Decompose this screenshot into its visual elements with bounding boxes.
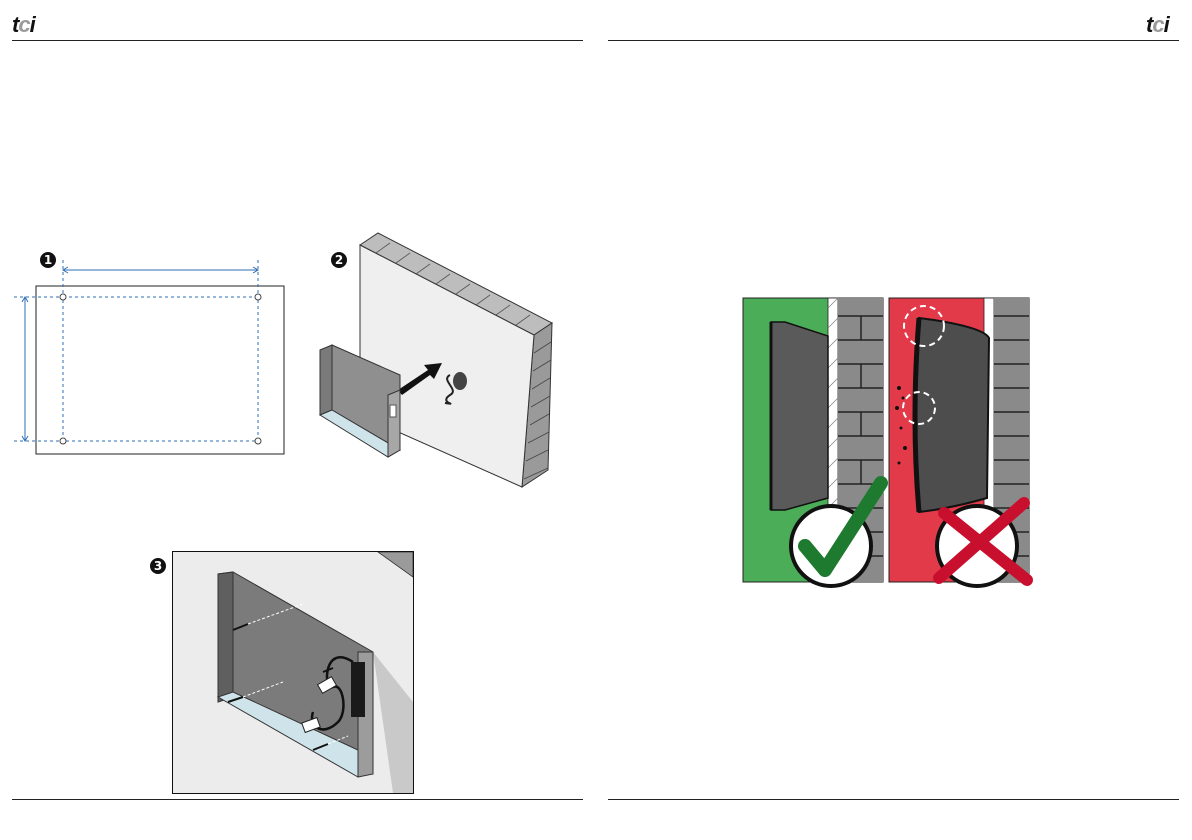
template-drawing bbox=[0, 250, 300, 490]
housing-install-drawing bbox=[173, 552, 413, 793]
header-rule bbox=[12, 40, 583, 41]
header-rule bbox=[608, 40, 1179, 41]
right-page: tci bbox=[596, 0, 1192, 840]
correct-mounting-panel bbox=[743, 298, 885, 584]
wrong-mounting-panel bbox=[889, 298, 1031, 584]
footer-rule bbox=[12, 799, 583, 800]
left-page: tci 1 2 bbox=[0, 0, 596, 840]
step-3-detail-frame bbox=[172, 551, 414, 794]
brand-logo: tci bbox=[12, 14, 35, 36]
step-3-marker: 3 bbox=[150, 558, 166, 574]
wall-drawing bbox=[310, 225, 570, 495]
brand-logo: tci bbox=[1146, 14, 1169, 36]
footer-rule bbox=[608, 799, 1179, 800]
